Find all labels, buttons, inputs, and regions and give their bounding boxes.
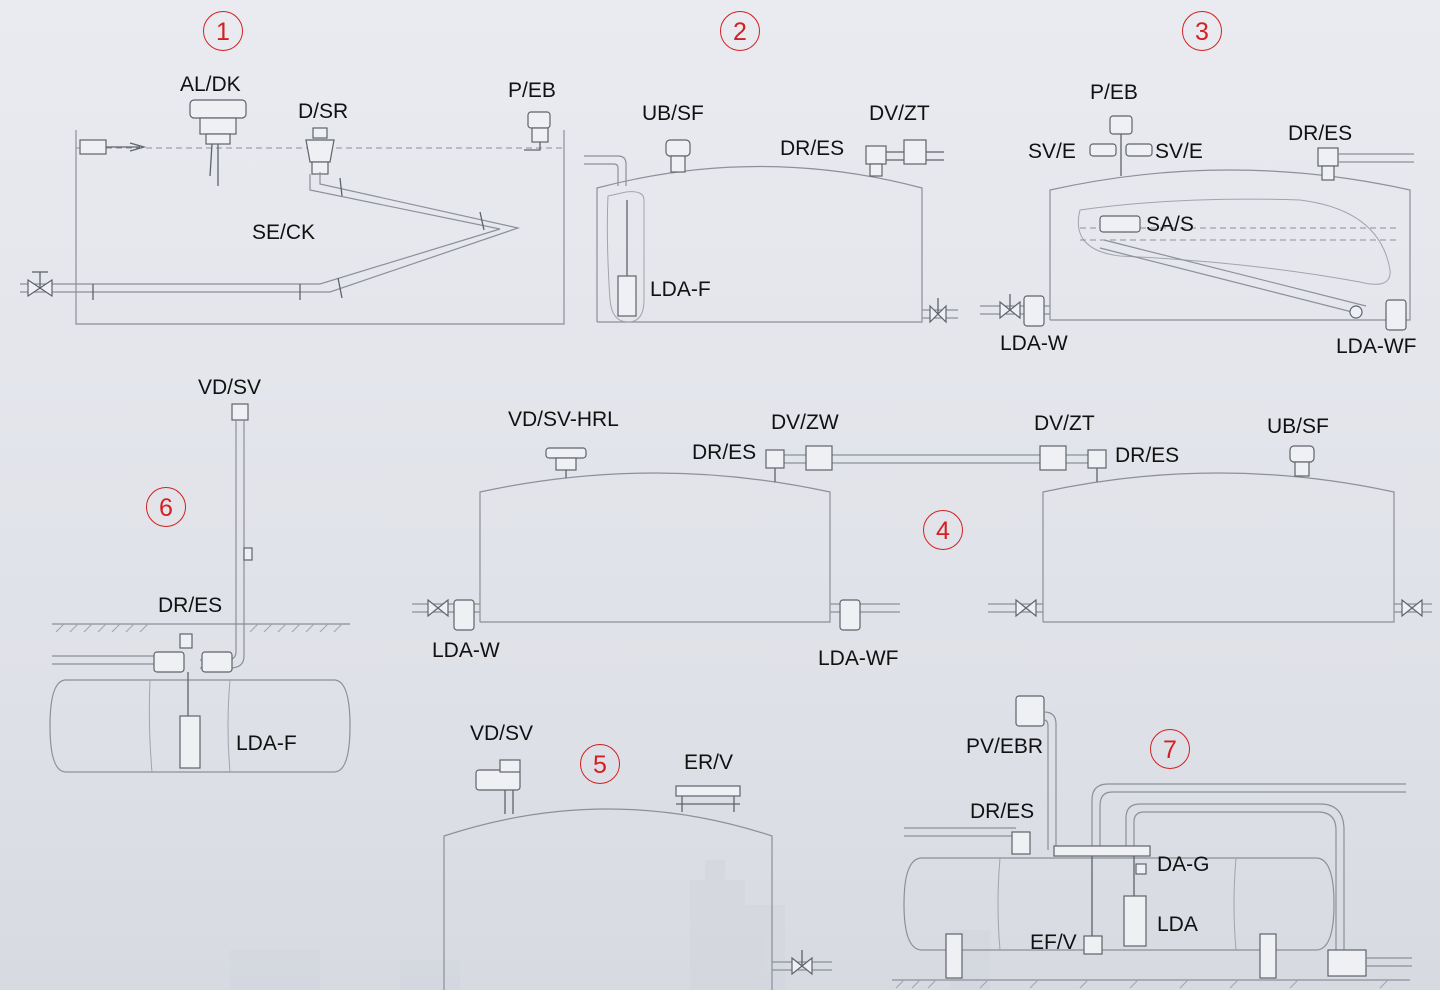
outlet-valve-icon (922, 298, 958, 324)
label-dv-zw: DV/ZW (771, 411, 839, 434)
label-p-eb: P/EB (508, 79, 556, 102)
diagram-number-1: 1 (203, 11, 243, 51)
label-dv-zt: DV/ZT (869, 102, 930, 125)
label-dr-es-right: DR/ES (1115, 444, 1180, 467)
manhole-cover-icon (1053, 845, 1151, 857)
valve-icon (427, 598, 449, 618)
detonation-arrester-icon (805, 445, 833, 471)
label-se-ck: SE/CK (252, 221, 316, 244)
flame-arrester-icon (1011, 831, 1031, 855)
emergency-valve-icon (1083, 935, 1103, 955)
label-al-dk: AL/DK (180, 73, 241, 96)
valve-icon (1015, 598, 1037, 618)
label-dr-es: DR/ES (970, 800, 1035, 823)
label-sa-s: SA/S (1146, 213, 1194, 236)
leak-detector-wf-icon (839, 599, 861, 631)
diagram-number-5: 5 (580, 744, 620, 784)
diagram-6 (49, 403, 351, 773)
flame-arrester-icon (865, 139, 944, 177)
diagram-number-3: 3 (1182, 11, 1222, 51)
pressure-breather-icon (524, 111, 551, 151)
label-d-sr: D/SR (298, 100, 349, 123)
label-dr-es: DR/ES (1288, 122, 1353, 145)
flame-arrester-icon (179, 633, 193, 649)
pump-icon (1327, 949, 1367, 977)
background-buildings (230, 860, 990, 990)
label-sv-e-right: SV/E (1155, 140, 1203, 163)
label-lda-f: LDA-F (650, 278, 711, 301)
leak-detector-icon (617, 275, 637, 317)
diagram-number-7: 7 (1150, 729, 1190, 769)
deflagration-arrester-icon (1039, 445, 1067, 471)
diagram-4 (412, 445, 1432, 631)
label-lda-wf: LDA-WF (1336, 335, 1417, 358)
diagram-number-2: 2 (720, 11, 760, 51)
diagram-number-6: 6 (146, 487, 186, 527)
label-lda-w: LDA-W (1000, 332, 1068, 355)
label-pv-ebr: PV/EBR (966, 735, 1044, 758)
label-lda-f: LDA-F (236, 732, 297, 755)
alarm-probe-icon (189, 99, 247, 186)
breather-valve-icon (305, 127, 335, 175)
diagram-3 (980, 115, 1414, 331)
label-lda-w: LDA-W (432, 639, 500, 662)
swing-arm-float-icon (1099, 215, 1141, 233)
diagram-1 (20, 99, 565, 325)
inlet-valve-icon (27, 271, 53, 298)
label-ef-v: EF/V (1030, 931, 1077, 954)
label-lda: LDA (1157, 913, 1198, 936)
leak-detector-icon (453, 599, 475, 631)
valve-icon (1401, 598, 1423, 618)
vent-pipe-icon (1317, 147, 1414, 181)
label-p-eb: P/EB (1090, 81, 1138, 104)
label-vd-sv: VD/SV (470, 722, 534, 745)
pressure-vacuum-valve-icon (1015, 695, 1057, 850)
diagram-5 (443, 759, 832, 990)
vent-valve-icon (475, 759, 521, 814)
flame-arrester-icon (765, 449, 785, 469)
vent-valve-hrl-icon (545, 447, 587, 478)
leak-detector-icon (179, 715, 201, 769)
suction-valve-icon (980, 294, 1050, 327)
label-vd-sv-hrl: VD/SV-HRL (508, 408, 619, 431)
label-dr-es: DR/ES (158, 594, 223, 617)
level-gauge-icon (79, 139, 107, 155)
leak-detector-icon (1123, 895, 1147, 947)
emergency-vent-icon (675, 785, 741, 812)
diagram-7 (892, 695, 1412, 989)
gauge-icon (1135, 863, 1147, 875)
flame-arrester-icon (1087, 449, 1107, 469)
label-vd-sv: VD/SV (198, 376, 262, 399)
label-dr-es: DR/ES (780, 137, 845, 160)
label-ub-sf: UB/SF (642, 102, 704, 125)
label-er-v: ER/V (684, 751, 734, 774)
label-dv-zt: DV/ZT (1034, 412, 1095, 435)
overfill-sensor-icon (665, 139, 691, 173)
vent-valve-icon (231, 403, 249, 421)
diagram-2 (584, 139, 958, 324)
pressure-vent-icon (1089, 115, 1153, 176)
outlet-valve-icon (772, 950, 832, 976)
label-dr-es-left: DR/ES (692, 441, 757, 464)
label-sv-e-left: SV/E (1028, 140, 1076, 163)
leak-detector-wf-icon (1349, 299, 1407, 331)
overfill-sensor-icon (1289, 445, 1315, 477)
diagram-number-4: 4 (923, 510, 963, 550)
label-ub-sf: UB/SF (1267, 415, 1329, 438)
label-lda-wf: LDA-WF (818, 647, 899, 670)
label-da-g: DA-G (1157, 853, 1210, 876)
